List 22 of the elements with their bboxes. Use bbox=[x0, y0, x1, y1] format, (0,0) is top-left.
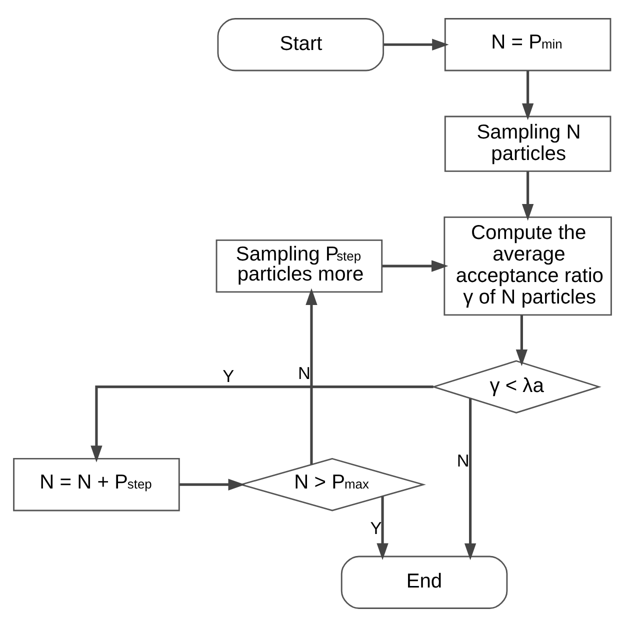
node-box: Sampling Pstep particles more bbox=[216, 239, 383, 293]
edge-label: Y bbox=[370, 518, 382, 538]
edge-label: N bbox=[456, 450, 470, 471]
node-diamond: γ < λa bbox=[431, 360, 602, 414]
node-box: N = N + Pstep bbox=[13, 458, 180, 512]
arrow bbox=[464, 398, 476, 560]
arrow bbox=[376, 496, 388, 560]
node-box: Sampling N particles bbox=[444, 116, 612, 172]
arrow bbox=[306, 288, 318, 464]
node-box: Start bbox=[217, 18, 384, 72]
node-box: N = Pmin bbox=[444, 18, 612, 72]
edge-label: N bbox=[298, 363, 311, 384]
arrow bbox=[382, 260, 448, 272]
arrow bbox=[180, 478, 245, 490]
arrow bbox=[90, 386, 434, 462]
arrow bbox=[516, 315, 528, 366]
node-box: Compute the average acceptance ratio γ of N particles bbox=[444, 216, 612, 316]
node-box: End bbox=[340, 556, 508, 609]
edge-label: Y bbox=[222, 366, 234, 386]
arrow bbox=[522, 172, 534, 221]
arrow bbox=[384, 38, 449, 50]
arrow bbox=[522, 70, 534, 120]
